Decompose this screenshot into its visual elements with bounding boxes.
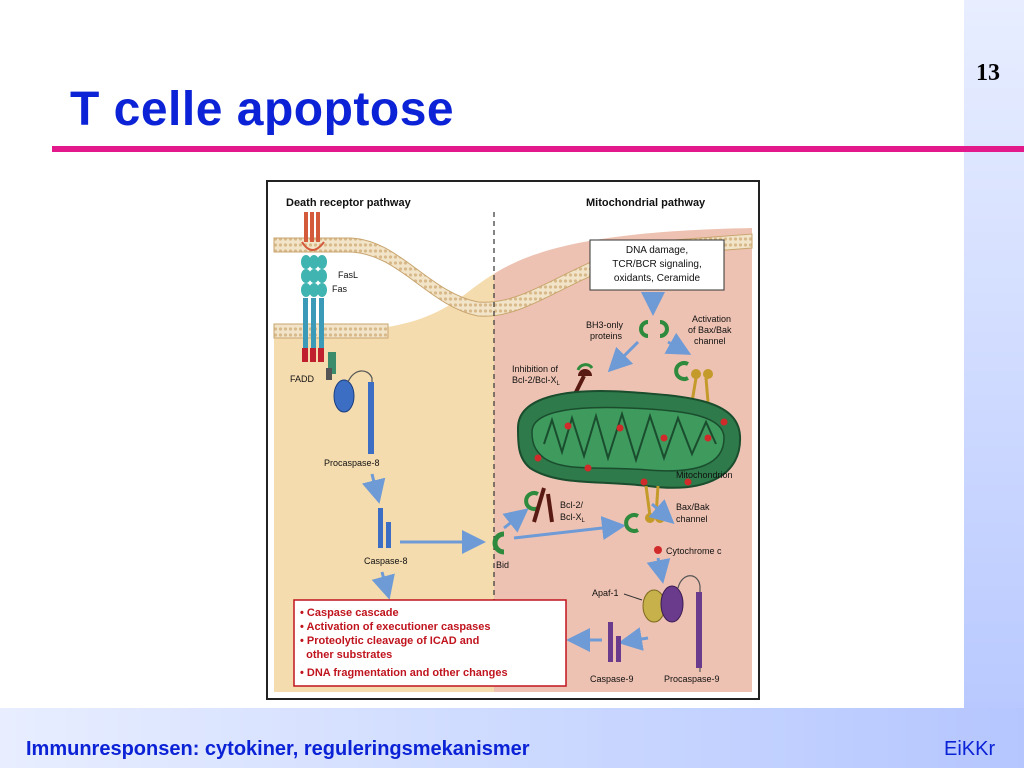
bcl2-protein — [524, 491, 539, 511]
outcome-1: • Caspase cascade — [300, 607, 399, 619]
bcl2-label-2: Bcl-XL — [560, 512, 586, 524]
apaf1-label: Apaf-1 — [592, 588, 619, 598]
arrow-cytochrome-to-apaf — [646, 557, 671, 584]
procaspase8-label: Procaspase-8 — [324, 458, 380, 468]
outcome-3: • Proteolytic cleavage of ICAD and — [300, 635, 479, 647]
bid-protein — [492, 531, 505, 555]
baxbak-label-2: channel — [676, 514, 708, 524]
bh3-label-1: BH3-only — [586, 320, 624, 330]
outcome-2: • Activation of executioner caspases — [300, 621, 491, 633]
stimulus-line-1: DNA damage, — [626, 245, 688, 256]
procaspase9-label: Procaspase-9 — [664, 674, 720, 684]
membrane-lower — [273, 323, 389, 339]
stimulus-line-3: oxidants, Ceramide — [614, 273, 701, 284]
bh3-label-2: proteins — [590, 331, 623, 341]
arrow-bh3-to-activation — [664, 332, 692, 355]
caspase9-subunit-b — [616, 636, 621, 662]
inhibition-label-1: Inhibition of — [512, 364, 559, 374]
stimulus-box — [589, 239, 725, 291]
fadd-label: FADD — [290, 374, 315, 384]
baxbak-activator — [624, 513, 639, 533]
mito-pathway-header: Mitochondrial pathway — [586, 197, 706, 209]
arrow-apaf-to-caspase9 — [618, 627, 649, 651]
fas-label: Fas — [332, 284, 348, 294]
baxbak-label-1: Bax/Bak — [676, 502, 710, 512]
death-pathway-header: Death receptor pathway — [286, 197, 412, 209]
apoptosis-diagram: Death receptor pathway Mitochondrial pat… — [273, 197, 753, 692]
caspase9-label: Caspase-9 — [590, 674, 634, 684]
title-underline — [52, 146, 1024, 152]
procaspase9-chain — [696, 592, 702, 668]
arrow-caspase8-to-outcomes — [371, 571, 395, 600]
caspase8-subunit-b — [386, 522, 391, 548]
arrow-procaspase8-to-caspase8 — [361, 473, 386, 504]
activation-label-2: of Bax/Bak — [688, 325, 732, 335]
bcl2-label-1: Bcl-2/ — [560, 500, 584, 510]
caspase8-subunit-a — [378, 508, 383, 548]
bid-label: Bid — [496, 560, 509, 570]
arrow-bh3-to-inhibition — [607, 340, 640, 373]
outcomes-box — [293, 599, 567, 687]
mitochondrion-label: Mitochondrion — [676, 470, 733, 480]
caspase9-subunit-a — [608, 622, 613, 662]
outcome-4: • DNA fragmentation and other changes — [300, 667, 508, 679]
fas-receptor — [301, 255, 327, 362]
cytochrome-c — [654, 546, 662, 554]
page-number: 13 — [976, 60, 1000, 86]
footer-author: EiKKr — [944, 738, 996, 760]
arrow-bid-to-baxbak — [513, 516, 626, 540]
footer-course-title: Immunresponsen: cytokiner, reguleringsme… — [26, 738, 530, 760]
apoptosis-figure: Death receptor pathway Mitochondrial pat… — [266, 180, 760, 700]
footer-bar — [0, 708, 1024, 768]
stimulus-line-2: TCR/BCR signaling, — [612, 259, 701, 270]
procaspase8-chain — [368, 382, 374, 454]
sidebar-gradient — [964, 0, 1024, 708]
arrow-bid-to-bcl2 — [502, 508, 529, 533]
inhibition-label-2: Bcl-2/Bcl-XL — [512, 375, 561, 387]
outcome-3-cont: other substrates — [300, 649, 392, 661]
procaspase8-domain — [333, 379, 355, 413]
procaspase9-domain — [660, 585, 684, 623]
activation-label-3: channel — [694, 336, 726, 346]
activation-label-1: Activation — [692, 314, 731, 324]
fadd-protein — [328, 352, 336, 374]
fasl-label: FasL — [338, 270, 358, 280]
slide-title: T celle apoptose — [70, 83, 455, 136]
caspase8-label: Caspase-8 — [364, 556, 408, 566]
cytochrome-label: Cytochrome c — [666, 546, 722, 556]
extracellular-space — [274, 218, 752, 332]
bax-activator — [674, 361, 689, 381]
fasl-ligand — [304, 212, 308, 242]
bh3-protein — [639, 320, 649, 338]
mitochondrion — [516, 390, 742, 489]
